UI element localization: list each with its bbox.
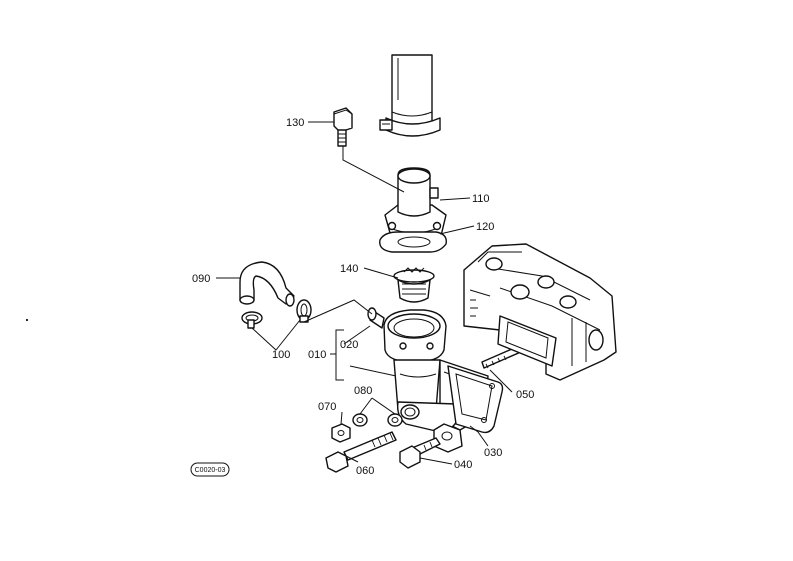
label-100: 100 [272,349,290,361]
label-090: 090 [192,273,210,285]
cylinder-head [463,243,617,381]
label-030: 030 [484,447,502,459]
bolt-130 [333,107,353,147]
washer-080-b [387,413,403,427]
label-040: 040 [454,459,472,471]
label-080: 080 [354,385,372,397]
label-070: 070 [318,401,336,413]
label-010: 010 [308,349,326,361]
bolt-060 [325,431,397,473]
leader-lines [216,121,513,465]
label-110: 110 [472,193,490,205]
label-140: 140 [340,263,358,275]
gasket-120 [379,231,447,253]
stray-mark [25,318,29,322]
bracket-010 [335,329,344,381]
washer-080-a [352,413,368,427]
hose-clip-100-left [241,311,263,329]
reference-code-badge: C0020-03 [190,462,230,477]
label-060: 060 [356,465,374,477]
label-050: 050 [516,389,534,401]
bolt-040 [399,437,441,469]
hose-clamp [379,117,441,137]
label-020: 020 [340,339,358,351]
thermostat-140 [393,267,435,303]
label-130: 130 [286,117,304,129]
label-120: 120 [476,221,494,233]
nut-070 [331,423,351,443]
bypass-hose-090 [239,261,295,307]
reference-code: C0020-03 [195,467,226,474]
thermostat-cover-110 [384,167,447,241]
hose-clip-100-right [296,299,312,323]
gasket-030 [447,365,504,434]
